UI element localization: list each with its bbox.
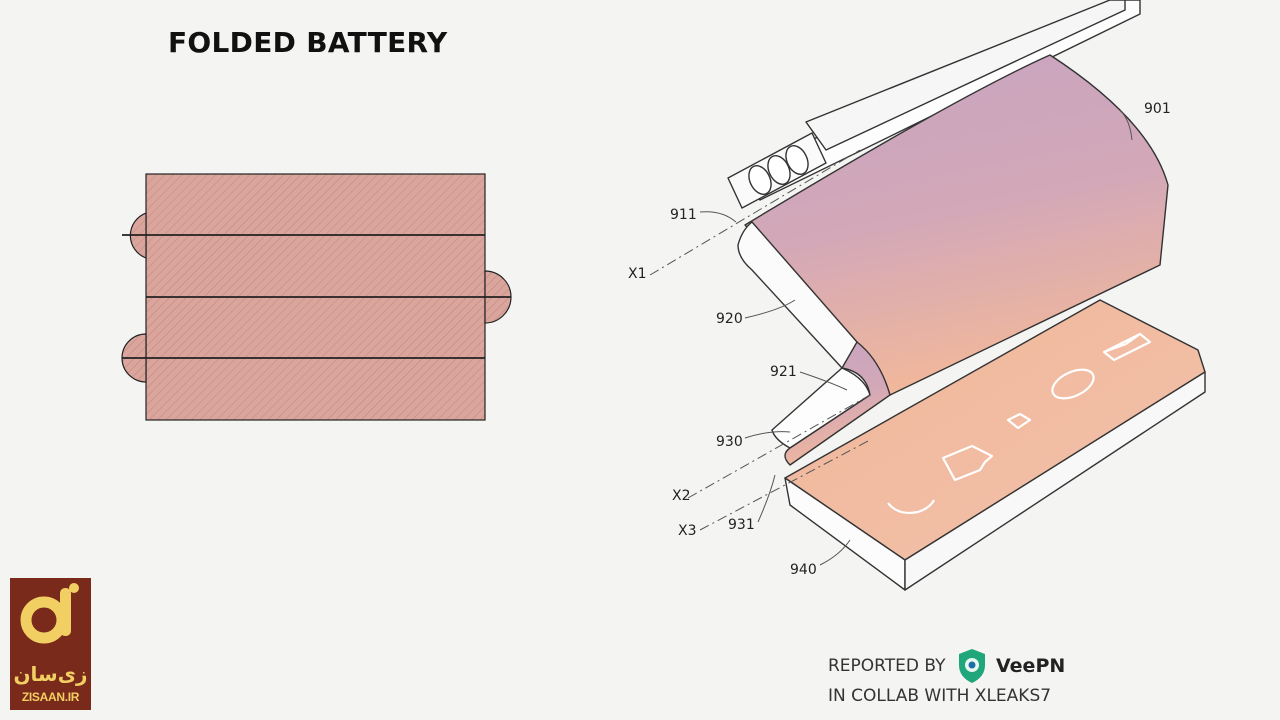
label-931: 931 [728,517,755,533]
label-x1: X1 [628,266,647,282]
zisaan-logo-mark-icon [20,583,79,644]
foldable-phone-drawing [727,0,1206,591]
page-title: FOLDED BATTERY [168,26,448,59]
label-911: 911 [670,207,697,223]
label-940: 940 [790,562,817,578]
camera-lens-1 [748,165,772,195]
zisaan-logo: زی‌سان ZISAAN.IR [10,578,91,710]
camera-lens-3 [785,145,809,175]
message-icon [941,444,994,482]
veepn-brand: VeePN [996,655,1066,677]
collab-text: IN COLLAB WITH XLEAKS7 [828,686,1052,706]
mail-icon [1102,332,1152,362]
screen-fold [784,341,891,466]
folded-battery-diagram [121,173,512,421]
lower-body-side [904,371,1206,591]
globe-icon [1051,368,1095,400]
zisaan-logo-site: ZISAAN.IR [21,690,80,704]
label-x2: X2 [672,488,691,504]
zisaan-logo-persian: زی‌سان [13,662,88,686]
phone-icon [887,499,935,515]
settings-icon [1006,412,1032,430]
reported-by-text: REPORTED BY [828,656,946,676]
label-920: 920 [716,311,743,327]
leader-lines [649,109,1133,566]
label-x3: X3 [678,523,697,539]
label-930: 930 [716,434,743,450]
label-921: 921 [770,364,797,380]
label-901: 901 [1144,101,1171,117]
veepn-shield-icon [959,649,985,683]
